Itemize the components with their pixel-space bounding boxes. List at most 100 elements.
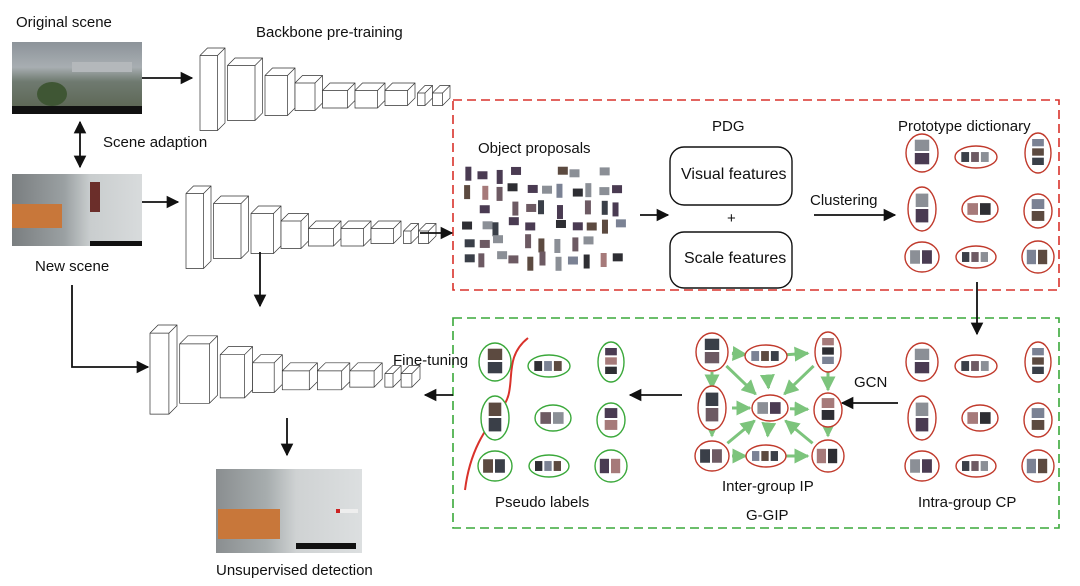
visual-features-text: Visual features [681, 166, 787, 183]
backbone-network-finetune [149, 324, 421, 415]
proposal-thumbnail [496, 186, 503, 201]
proposal-thumbnail [599, 167, 610, 176]
proposal-thumbnail [497, 251, 508, 260]
proposal-thumbnail [512, 201, 519, 216]
pseudo-label-cluster-4 [534, 404, 572, 432]
fine-tuning-label: Fine-tuning [393, 352, 469, 369]
proposal-thumbnail [599, 187, 610, 196]
proposal-thumbnail [511, 166, 522, 175]
proposal-thumbnail [600, 253, 607, 268]
gip-edge [759, 374, 775, 390]
proposal-thumbnail [601, 219, 608, 234]
intra-group-cluster-2 [1024, 341, 1052, 383]
gip-edge [726, 419, 756, 445]
proposal-thumbnail [538, 200, 545, 215]
proposal-thumbnail [496, 169, 503, 184]
pseudo-label-cluster-2 [597, 341, 625, 383]
inter-group-cluster-7 [745, 444, 787, 468]
intra-group-cluster-0 [905, 342, 939, 382]
prototype-cluster-2 [1024, 132, 1052, 174]
proposal-thumbnail [612, 185, 623, 194]
proposal-thumbnail [492, 222, 499, 237]
backbone-network-pretrain [199, 47, 451, 131]
gip-edge [783, 364, 815, 396]
proposal-thumbnail [572, 237, 579, 252]
proposal-thumbnail [465, 166, 472, 181]
pseudo-label-cluster-1 [527, 354, 571, 378]
prototype-cluster-7 [955, 245, 997, 269]
intra-group-cluster-3 [907, 395, 937, 441]
inter-group-cluster-2 [814, 331, 842, 373]
pdg-region [452, 99, 1060, 291]
proposal-thumbnail [572, 188, 583, 197]
proposal-thumbnail [482, 221, 493, 230]
proposal-thumbnail [479, 205, 490, 214]
proposal-thumbnail [527, 184, 538, 193]
prototype-cluster-4 [961, 195, 999, 223]
gip-edge [789, 401, 810, 417]
proposal-thumbnail [538, 238, 545, 253]
inter-group-cluster-3 [697, 385, 727, 431]
proposal-thumbnail [612, 202, 619, 217]
proposal-thumbnail [586, 222, 597, 231]
proposal-thumbnail [555, 256, 562, 271]
intra-group-cp-label: Intra-group CP [918, 494, 1017, 511]
pseudo-label-cluster-7 [528, 454, 570, 478]
proposal-thumbnail [585, 183, 592, 198]
inter-group-cluster-4 [751, 394, 789, 422]
proposal-thumbnail [615, 219, 626, 228]
pseudo-label-cluster-3 [480, 395, 510, 441]
proposal-thumbnail [583, 254, 590, 269]
proposal-thumbnail [556, 183, 563, 198]
pseudo-label-cluster-0 [478, 342, 512, 382]
proposal-thumbnail [569, 169, 580, 178]
new-scene-image [12, 174, 142, 246]
inter-group-ip-label: Inter-group IP [722, 478, 814, 495]
original-scene-label: Original scene [16, 14, 112, 31]
original-scene-image [12, 42, 142, 114]
backbone-network-adapted [185, 185, 437, 269]
scale-features-text: Scale features [684, 250, 787, 267]
pseudo-label-cluster-8 [594, 449, 628, 483]
proposal-thumbnail [572, 222, 583, 231]
proposal-thumbnail [527, 256, 534, 271]
proposal-thumbnail [508, 217, 519, 226]
pseudo-label-cluster-6 [477, 450, 513, 482]
plus-sign: + [727, 210, 736, 227]
intra-group-cluster-7 [955, 454, 997, 478]
proposal-thumbnail [464, 239, 475, 248]
prototype-cluster-6 [904, 241, 940, 273]
inter-group-cluster-1 [744, 344, 788, 368]
scale-features-box [669, 231, 793, 289]
pseudo-labels-label: Pseudo labels [495, 494, 590, 511]
proposal-thumbnail [539, 251, 546, 266]
proposal-thumbnail [508, 255, 519, 264]
new-scene-label: New scene [35, 258, 110, 275]
prototype-cluster-0 [905, 133, 939, 173]
prototype-cluster-3 [907, 186, 937, 232]
inter-group-cluster-8 [811, 439, 845, 473]
g-gip-label: G-GIP [746, 507, 789, 524]
proposal-thumbnail [464, 185, 471, 200]
pseudo-label-cluster-5 [596, 402, 626, 438]
proposal-thumbnail [507, 183, 518, 192]
detection-result-image [216, 469, 362, 553]
unsupervised-detection-label: Unsupervised detection [216, 562, 373, 579]
proposal-thumbnail [542, 185, 553, 194]
proposal-thumbnail [477, 171, 488, 180]
proposal-thumbnail [464, 254, 475, 263]
proposal-thumbnail [493, 235, 504, 244]
gip-edge [761, 421, 777, 438]
ggip-region [452, 317, 1060, 529]
proposal-thumbnail [525, 222, 536, 231]
proposal-thumbnail [583, 236, 594, 245]
clustering-label: Clustering [810, 192, 878, 209]
intra-group-cluster-1 [954, 354, 998, 378]
prototype-cluster-5 [1023, 193, 1053, 229]
inter-group-cluster-0 [695, 332, 729, 372]
intra-group-cluster-5 [1023, 402, 1053, 438]
proposal-thumbnail [525, 234, 532, 249]
pdg-label: PDG [712, 118, 745, 135]
gip-edge [785, 346, 810, 362]
